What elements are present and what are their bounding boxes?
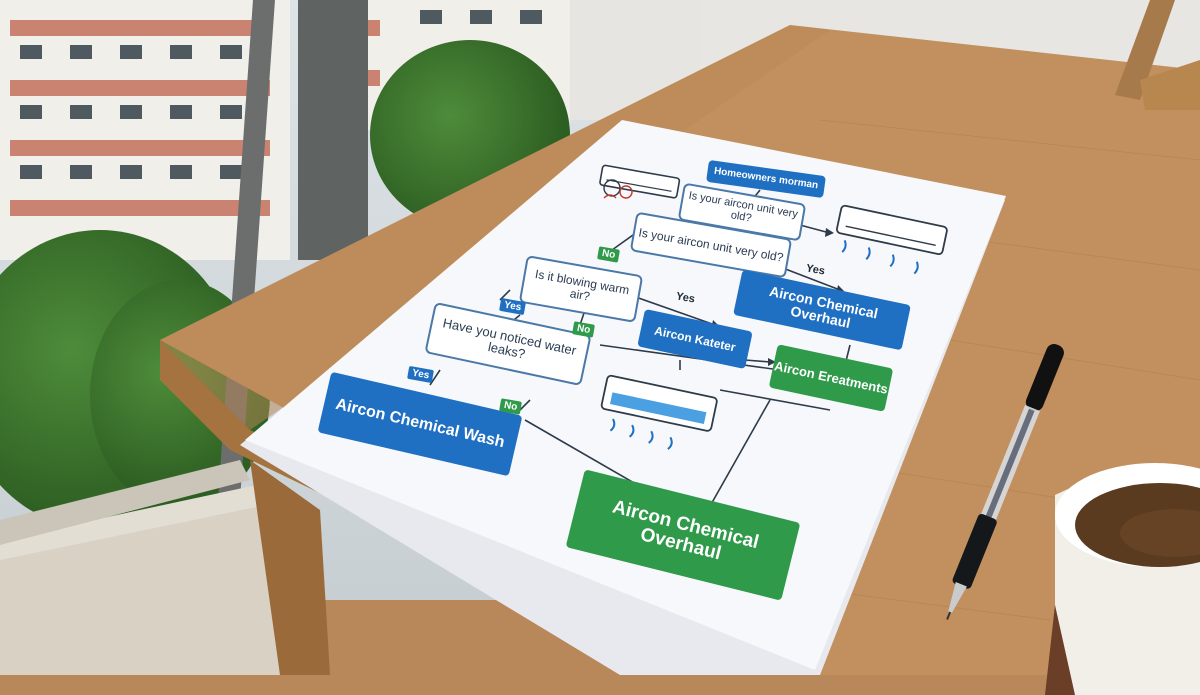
pen (946, 344, 1064, 620)
chair-back (1115, 0, 1175, 100)
window-frame (298, 0, 368, 260)
apartment-building (0, 0, 290, 260)
flowchart: Homeowners morman Is your aircon unit ve… (317, 159, 948, 601)
aircon-unit-icon (599, 164, 681, 199)
aircon-unit-icon (836, 204, 948, 275)
table-leg (250, 460, 330, 675)
coffee-cup (1045, 463, 1200, 695)
aircon-cooling-icon (600, 374, 718, 450)
aircon-icons (599, 164, 948, 450)
broken-aircon-icon (603, 179, 633, 199)
